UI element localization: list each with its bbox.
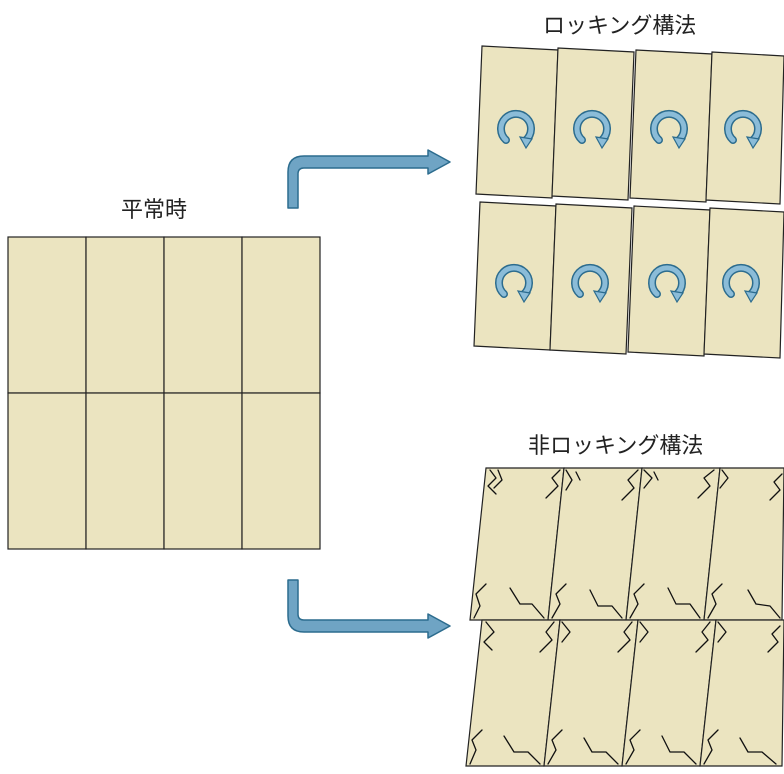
rocking-panel	[703, 207, 784, 359]
normal-panel	[241, 392, 321, 550]
normal-panel	[163, 236, 243, 394]
rocking-panel	[627, 205, 711, 357]
bent-arrow-icon	[287, 579, 451, 639]
normal-panel	[241, 236, 321, 394]
non-rocking-panel	[699, 619, 784, 767]
normal-panel	[7, 236, 87, 394]
rocking-wall	[473, 45, 784, 359]
rocking-panel	[473, 201, 557, 351]
label-rocking: ロッキング構法	[543, 14, 697, 39]
label-normal: 平常時	[121, 198, 188, 223]
rocking-panel	[629, 49, 713, 203]
rocking-panel	[475, 45, 559, 199]
normal-panel	[7, 392, 87, 550]
rocking-panel	[549, 203, 633, 355]
rocking-panel	[705, 51, 784, 205]
crack-icon	[469, 469, 783, 765]
non-rocking-wall	[465, 467, 784, 767]
normal-wall	[7, 236, 321, 550]
normal-panel	[85, 392, 165, 550]
rocking-panel	[551, 47, 635, 201]
normal-panel	[85, 236, 165, 394]
bent-arrow-icon	[287, 149, 451, 209]
label-non-rocking: 非ロッキング構法	[528, 434, 704, 459]
normal-panel	[163, 392, 243, 550]
